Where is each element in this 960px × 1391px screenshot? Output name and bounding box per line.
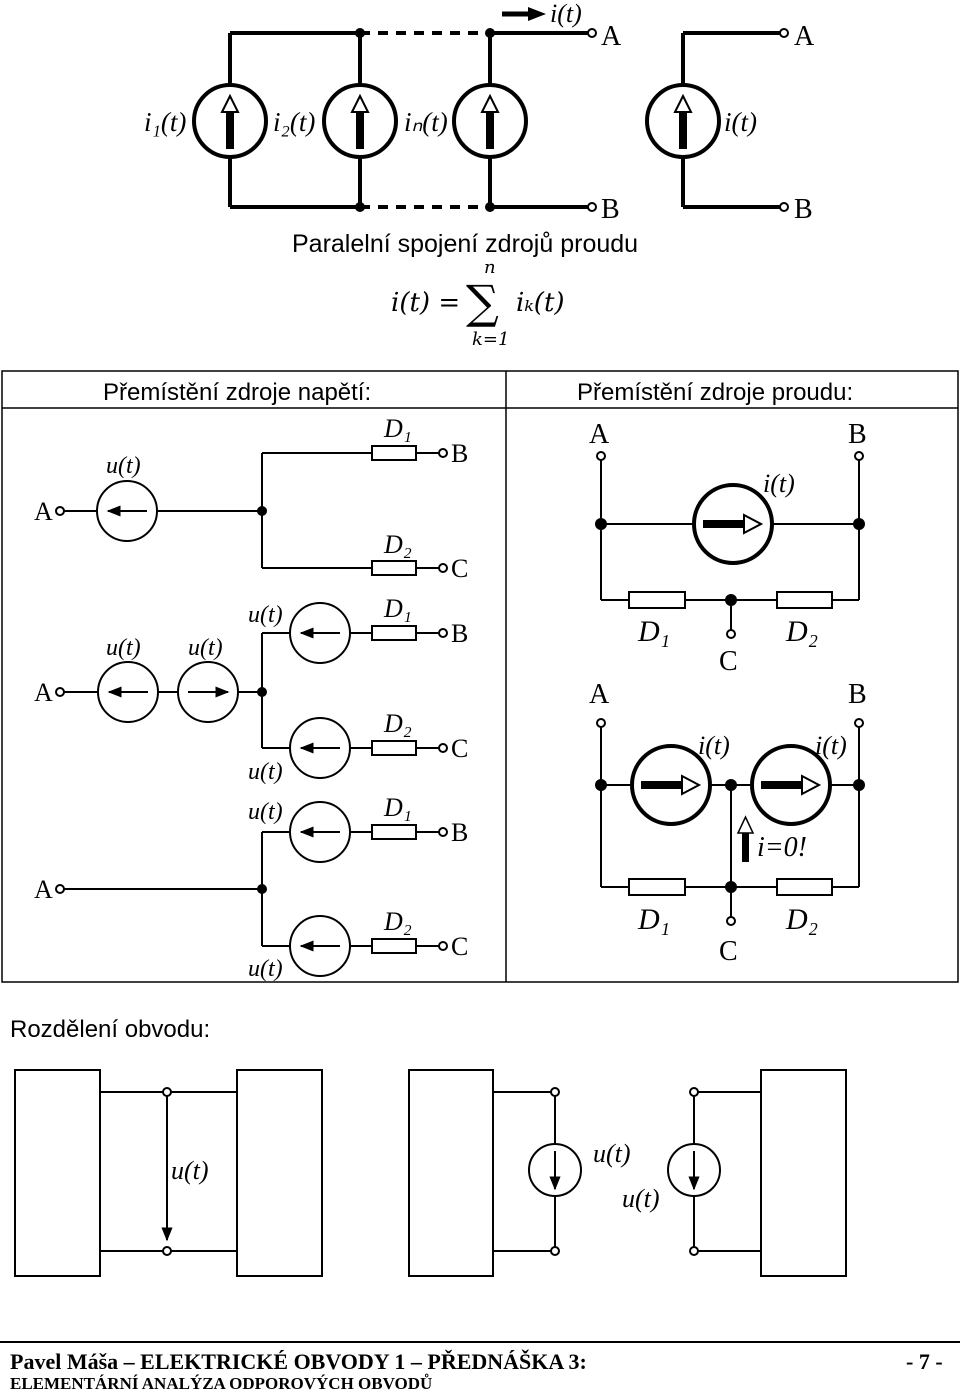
formula-upper: n <box>484 257 496 278</box>
voltage-source-icon <box>177 661 239 723</box>
source-label-1: i₁(t) <box>144 107 186 137</box>
voltage-source-icon <box>289 717 351 779</box>
node-a-label: A <box>589 679 610 710</box>
node-b-label: B <box>848 679 867 710</box>
node-b-equiv-label: B <box>794 194 813 225</box>
current-panel-title: Přemístění zdroje proudu: <box>577 379 853 406</box>
zero-current-label: i=0! <box>757 832 807 863</box>
source-i-label: i(t) <box>815 731 847 760</box>
current-source-1-icon <box>192 83 268 159</box>
division-terminals <box>162 1087 699 1256</box>
caption: Paralelní spojení zdrojů proudu <box>292 230 638 258</box>
equivalent-label: i(t) <box>724 107 757 137</box>
node-a-label: A <box>601 21 622 52</box>
current-arrow-head <box>528 7 546 21</box>
source-u-label: u(t) <box>248 799 283 825</box>
node-a-label: A <box>34 678 53 707</box>
voltage-source-icon <box>96 480 158 542</box>
voltage-source-icons <box>96 480 351 977</box>
footer-page-number: - 7 - <box>906 1349 943 1374</box>
current-junction-dots <box>595 518 865 893</box>
resistor-d1-label: D₁ <box>383 594 412 623</box>
resistor-d2-label: D₂ <box>785 615 818 648</box>
node-b-label: B <box>451 818 468 847</box>
junction-dots <box>355 28 495 212</box>
current-source-icon <box>630 744 712 826</box>
node-b-label: B <box>848 419 867 450</box>
node-c-label: C <box>719 936 738 967</box>
node-b-label: B <box>451 439 468 468</box>
node-c-label: C <box>451 734 468 763</box>
source-u-label: u(t) <box>188 635 223 661</box>
division-u-label: u(t) <box>622 1184 660 1213</box>
node-a-equiv-label: A <box>794 21 815 52</box>
voltage-source-icon <box>289 915 351 977</box>
division-u-label: u(t) <box>593 1139 631 1168</box>
source-label-2: i₂(t) <box>273 107 315 137</box>
resistor-d2-label: D₂ <box>383 530 412 559</box>
sum-formula: i(t) = n ∑ k=1 iₖ(t) <box>391 257 565 350</box>
source-i-label: i(t) <box>698 731 730 760</box>
node-c-label: C <box>451 932 468 961</box>
current-source-icon <box>692 483 774 565</box>
terminals <box>587 28 789 212</box>
footer-line-1: Pavel Máša – ELEKTRICKÉ OBVODY 1 – PŘEDN… <box>10 1349 587 1374</box>
voltage-terminals <box>55 448 448 951</box>
parallel-sources-diagram <box>228 31 780 209</box>
division-title: Rozdělení obvodu: <box>10 1016 210 1043</box>
resistor-d1-label: D₁ <box>637 903 670 936</box>
node-a-label: A <box>589 419 610 450</box>
source-i-label: i(t) <box>763 469 795 498</box>
voltage-source-icon <box>289 801 351 863</box>
node-a-label: A <box>34 497 53 526</box>
source-u-label: u(t) <box>248 602 283 628</box>
resistor-d1-label: D₁ <box>383 414 412 443</box>
resistor-d2-label: D₂ <box>383 709 412 738</box>
voltage-panel-labels: A A A B C B C B C D₁ D₂ D₁ D₂ D₁ D₂ u(t)… <box>34 414 468 982</box>
formula-lhs: i(t) = <box>391 288 460 318</box>
node-b-label: B <box>601 194 620 225</box>
current-source-icon <box>750 744 832 826</box>
resistor-d1-label: D₁ <box>383 793 412 822</box>
current-terminals <box>596 451 864 926</box>
current-label: i(t) <box>550 0 582 28</box>
division-u-label: u(t) <box>171 1156 209 1185</box>
voltage-source-icon <box>667 1143 721 1197</box>
source-u-label: u(t) <box>106 635 141 661</box>
formula-term: iₖ(t) <box>516 288 565 318</box>
source-u-label: u(t) <box>248 759 283 785</box>
resistor-d1-label: D₁ <box>637 615 670 648</box>
node-c-label: C <box>451 554 468 583</box>
resistor-d2-label: D₂ <box>785 903 818 936</box>
sigma-icon: ∑ <box>466 275 499 329</box>
voltage-source-icon <box>289 602 351 664</box>
node-c-label: C <box>719 646 738 677</box>
voltage-source-icon <box>97 661 159 723</box>
resistor-d2-label: D₂ <box>383 907 412 936</box>
division-source-icons <box>528 1143 721 1197</box>
formula-lower: k=1 <box>472 329 509 350</box>
division-diagrams <box>14 1069 847 1277</box>
equivalent-source-icon <box>645 83 721 159</box>
panels-frame <box>1 370 959 983</box>
voltage-panel-title: Přemístění zdroje napětí: <box>103 379 371 406</box>
source-label-n: iₙ(t) <box>404 107 448 137</box>
zero-current-arrow-icon <box>736 815 755 862</box>
source-u-label: u(t) <box>106 453 141 479</box>
node-b-label: B <box>451 619 468 648</box>
current-panel-labels: A B i(t) D₁ D₂ C A B i(t) i(t) i=0! D₁ D… <box>589 419 867 967</box>
current-source-2-icon <box>322 83 398 159</box>
node-a-label: A <box>34 875 53 904</box>
voltage-source-icon <box>528 1143 582 1197</box>
voltage-junction-dots <box>257 506 267 894</box>
current-source-n-icon <box>452 83 528 159</box>
footer-line-2: ELEMENTÁRNÍ ANALÝZA ODPOROVÝCH OBVODŮ <box>10 1374 432 1391</box>
current-source-icons <box>630 483 832 826</box>
source-u-label: u(t) <box>248 956 283 982</box>
